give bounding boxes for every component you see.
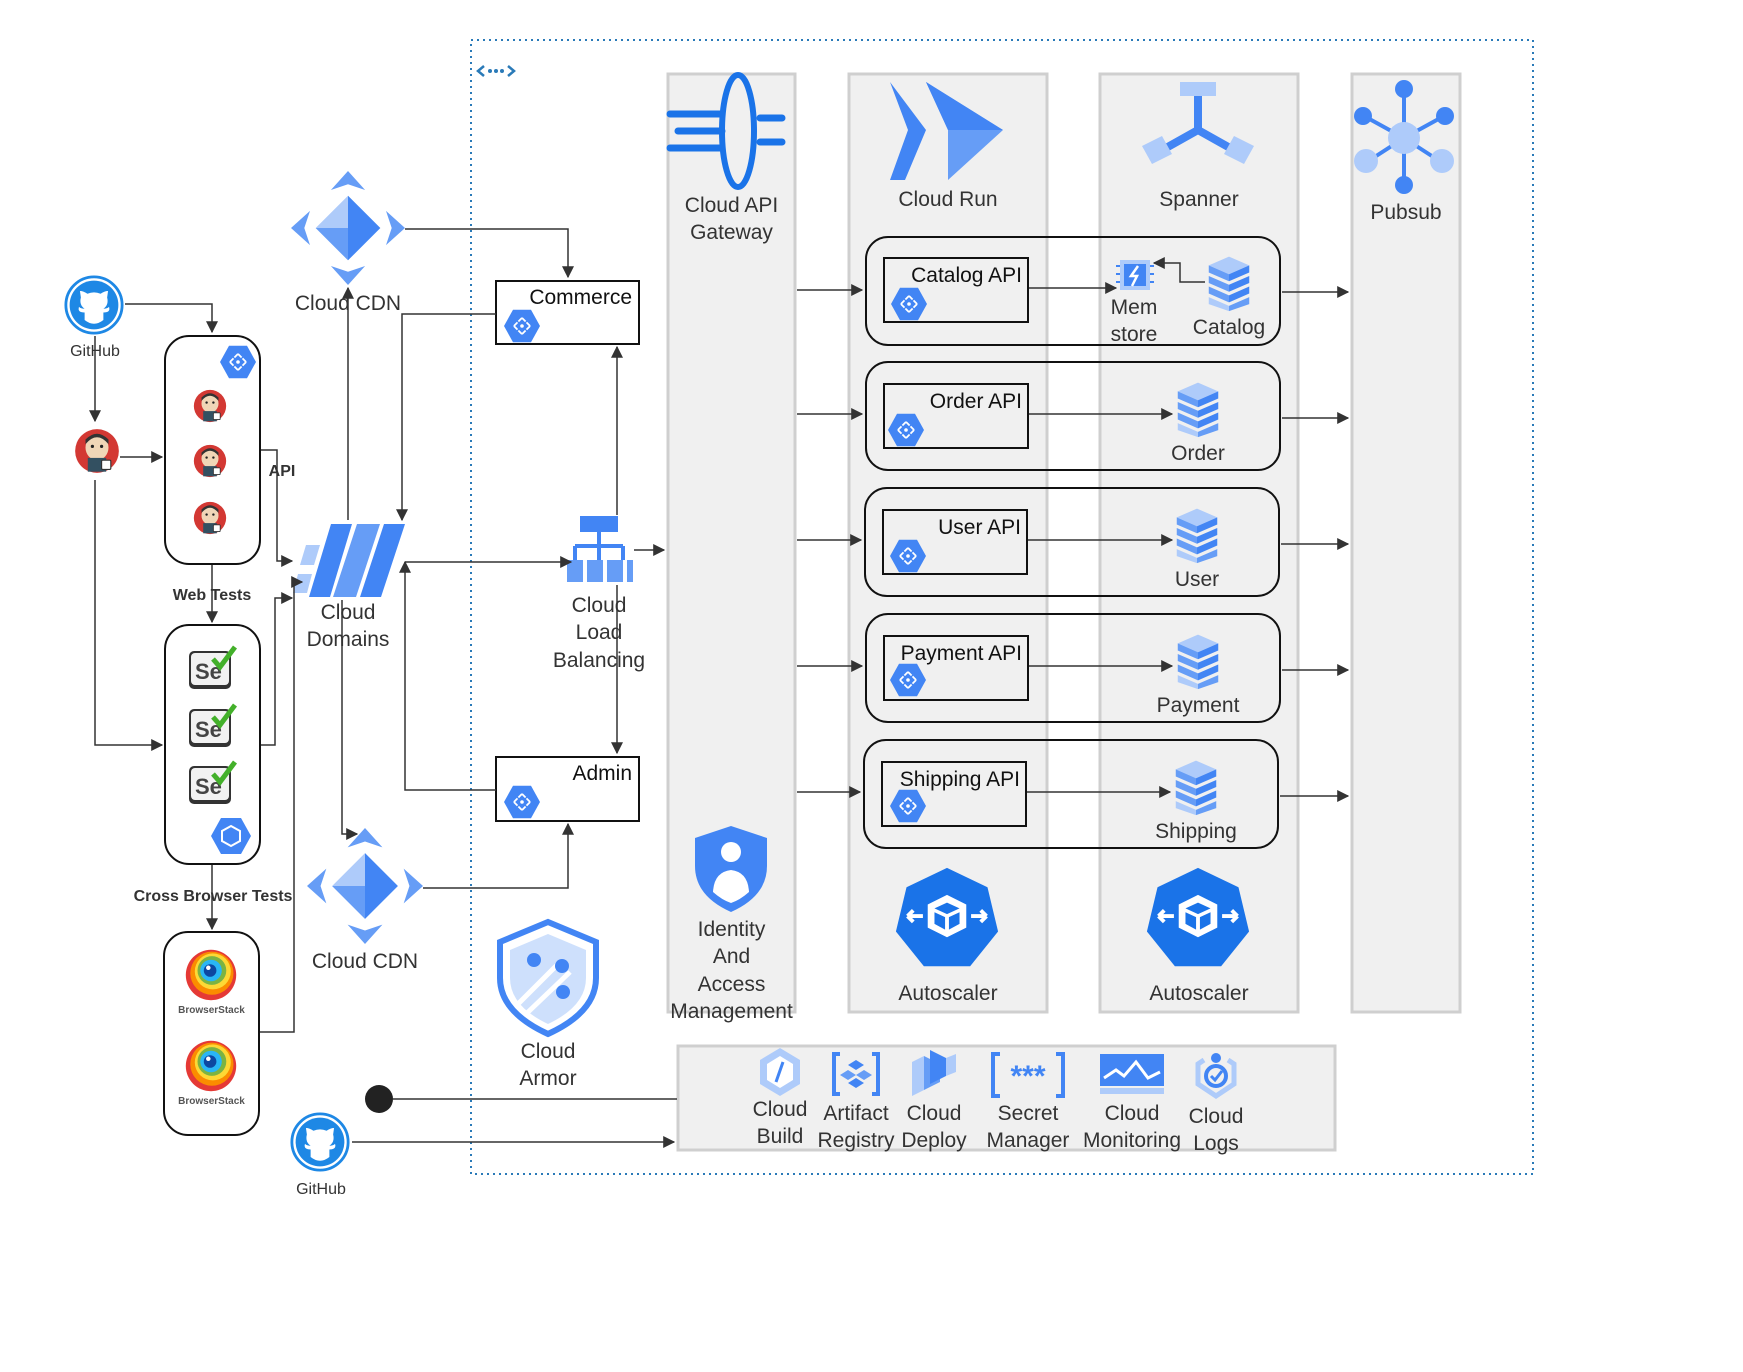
catalog-api-label: Catalog API — [911, 264, 1022, 287]
github-icon — [64, 275, 124, 335]
commerce-label: Commerce — [529, 286, 632, 309]
user-db-label: User — [1174, 568, 1220, 591]
cloud-load-balancing-icon — [567, 516, 633, 582]
web-tests-label: Web Tests — [172, 587, 252, 604]
pubsub-panel — [1350, 72, 1462, 1014]
jenkins-agent-icon — [193, 501, 227, 535]
svg-text:***: *** — [1010, 1060, 1045, 1093]
cloud-armor-label: Cloud Armor — [519, 1040, 577, 1091]
secret-manager-label: Secret Manager — [986, 1102, 1070, 1153]
github-icon — [290, 1112, 350, 1172]
shipping-db-label: Shipping — [1155, 820, 1237, 843]
browserstack-label: BrowserStack — [178, 1005, 245, 1016]
browserstack-icon — [185, 1040, 237, 1092]
jenkins-icon — [74, 428, 120, 474]
connector-dot — [365, 1085, 393, 1113]
payment-db-label: Payment — [1156, 694, 1240, 717]
cloud-deploy-label: Cloud Deploy — [901, 1102, 967, 1153]
cloud-run-label: Cloud Run — [898, 188, 998, 211]
iam-label: Identity And Access Management — [670, 918, 793, 1023]
autoscaler-run-label: Autoscaler — [898, 982, 998, 1005]
cloud-cdn-bottom-label: Cloud CDN — [311, 950, 419, 973]
memstore-label: Mem store — [1110, 296, 1158, 347]
cross-browser-tests-label: Cross Browser Tests — [133, 888, 293, 905]
cloud-api-gateway-label: Cloud API Gateway — [684, 194, 779, 245]
artifact-registry-icon — [832, 1052, 880, 1096]
artifact-registry-label: Artifact Registry — [817, 1102, 895, 1153]
cloud-run-icon — [890, 82, 1003, 180]
spanner-panel — [1098, 72, 1300, 1014]
edges — [89, 228, 1350, 1148]
github-top-label: GitHub — [70, 343, 120, 360]
api-label: API — [268, 463, 296, 480]
order-db-label: Order — [1171, 442, 1225, 465]
selenium-icon — [189, 705, 235, 747]
cloud-api-gateway-icon — [666, 72, 786, 190]
cloud-monitoring-icon — [1100, 1054, 1164, 1094]
spanner-icon — [1142, 82, 1254, 164]
shipping-api-label: Shipping API — [899, 768, 1020, 791]
cloud-logs-icon — [1195, 1053, 1237, 1100]
admin-label: Admin — [572, 762, 632, 785]
cloud-domains-icon — [293, 524, 405, 597]
cloud-deploy-icon — [912, 1050, 956, 1096]
selenium-icon — [189, 647, 235, 689]
order-api-label: Order API — [929, 390, 1022, 413]
cloud-cdn-icon — [307, 828, 423, 944]
secret-manager-icon: *** — [991, 1052, 1065, 1098]
cloud-build-icon — [760, 1048, 800, 1096]
jenkins-agent-icon — [193, 444, 227, 478]
github-bottom-label: GitHub — [296, 1181, 346, 1198]
cloud-load-balancing-label: Cloud Load Balancing — [552, 594, 646, 672]
cloud-cdn-icon — [291, 171, 405, 285]
memorystore-icon — [1116, 260, 1154, 290]
selenium-icon — [189, 762, 235, 804]
browserstack-icon — [185, 949, 237, 1001]
vpc-icon — [476, 65, 516, 77]
spanner-label: Spanner — [1159, 188, 1239, 211]
cloud-armor-icon — [497, 918, 599, 1038]
pubsub-icon — [1354, 80, 1454, 194]
cloud-logs-label: Cloud Logs — [1188, 1105, 1244, 1156]
cloud-cdn-top-label: Cloud CDN — [294, 292, 402, 315]
autoscaler-spanner-label: Autoscaler — [1149, 982, 1249, 1005]
cloud-monitoring-label: Cloud Monitoring — [1082, 1102, 1182, 1153]
user-api-label: User API — [938, 516, 1021, 539]
service-rows — [863, 236, 1281, 849]
payment-api-label: Payment API — [900, 642, 1022, 665]
browserstack-label: BrowserStack — [178, 1096, 245, 1107]
iam-icon — [695, 826, 767, 912]
cloud-build-label: Cloud Build — [752, 1098, 808, 1149]
cloud-domains-label: Cloud Domains — [306, 601, 390, 652]
pubsub-label: Pubsub — [1370, 201, 1442, 224]
kubernetes-engine-icon — [211, 818, 251, 854]
jenkins-agent-icon — [193, 389, 227, 423]
catalog-db-label: Catalog — [1192, 316, 1266, 339]
